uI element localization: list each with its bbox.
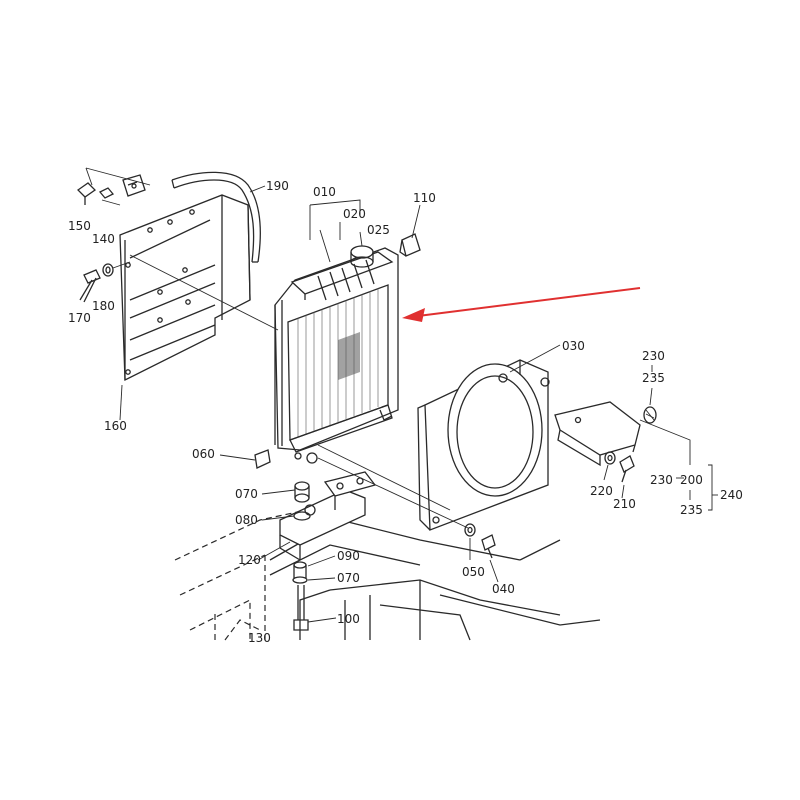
- highlight-arrow: [402, 287, 641, 322]
- stay-bracket: [554, 401, 657, 483]
- label-235-bottom: 235: [680, 503, 703, 517]
- label-070-top: 070: [235, 487, 258, 501]
- label-080: 080: [235, 513, 258, 527]
- label-210: 210: [613, 497, 636, 511]
- label-190: 190: [266, 179, 289, 193]
- label-240: 240: [720, 488, 743, 502]
- label-230-top: 230: [642, 349, 665, 363]
- label-010: 010: [313, 185, 336, 199]
- label-030: 030: [562, 339, 585, 353]
- label-230-mid: 230: [650, 473, 673, 487]
- label-160: 160: [104, 419, 127, 433]
- side-panel: [119, 194, 251, 382]
- radiator: [274, 245, 399, 464]
- bracket-060: [254, 449, 271, 469]
- bolts-040-050: [464, 523, 496, 559]
- label-090: 090: [337, 549, 360, 563]
- label-130: 130: [248, 631, 271, 645]
- lower-mount-bracket: [279, 471, 377, 631]
- label-100: 100: [337, 612, 360, 626]
- hose: [171, 171, 261, 263]
- part-labels: 010 020 025 030 040 050 060 070 070 080 …: [68, 179, 743, 645]
- label-060: 060: [192, 447, 215, 461]
- fan-shroud: [417, 359, 550, 531]
- label-200: 200: [680, 473, 703, 487]
- chassis-frame: [174, 504, 601, 641]
- label-120: 120: [238, 553, 261, 567]
- label-235-top: 235: [642, 371, 665, 385]
- label-170: 170: [68, 311, 91, 325]
- bolt-170: [79, 261, 131, 303]
- label-220: 220: [590, 484, 613, 498]
- label-180: 180: [92, 299, 115, 313]
- label-040: 040: [492, 582, 515, 596]
- label-020: 020: [343, 207, 366, 221]
- label-110: 110: [413, 191, 436, 205]
- clip-110: [399, 233, 421, 257]
- leader-lines: [119, 185, 718, 623]
- label-140: 140: [92, 232, 115, 246]
- radiator-fins: [297, 288, 379, 437]
- label-025: 025: [367, 223, 390, 237]
- label-150: 150: [68, 219, 91, 233]
- label-070-bottom: 070: [337, 571, 360, 585]
- bolt-cluster-top: [76, 167, 151, 206]
- label-050: 050: [462, 565, 485, 579]
